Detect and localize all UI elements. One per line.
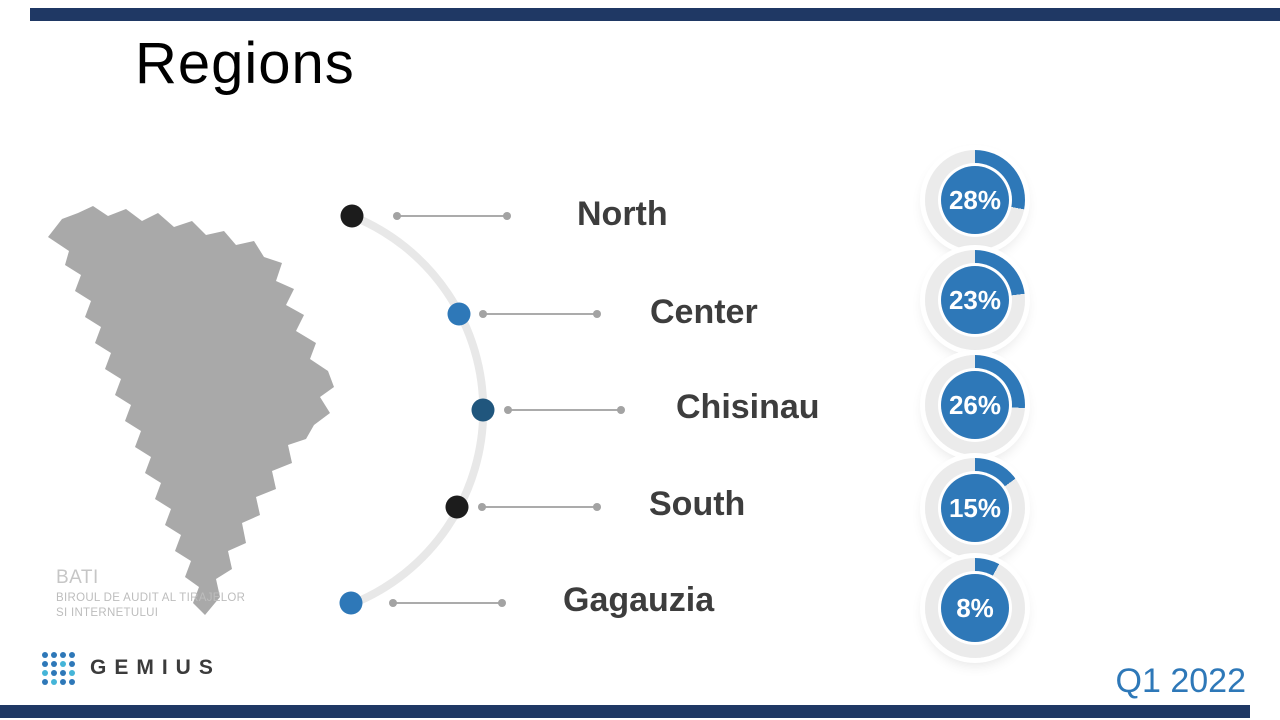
- region-label-south: South: [649, 484, 746, 523]
- connector-end-dot: [393, 212, 401, 220]
- region-label-chisinau: Chisinau: [676, 387, 820, 426]
- connector-end-dot: [389, 599, 397, 607]
- gauge-north: 28%: [925, 150, 1025, 250]
- connector-end-dot: [478, 503, 486, 511]
- period-label: Q1 2022: [1115, 662, 1246, 700]
- gauge-value-south: 15%: [941, 474, 1009, 542]
- gauge-value-gagauzia: 8%: [941, 574, 1009, 642]
- connector-end-dot: [479, 310, 487, 318]
- connector-end-dot: [617, 406, 625, 414]
- region-label-center: Center: [650, 292, 758, 331]
- moldova-map-shape: [48, 206, 334, 615]
- bottom-accent-bar: [0, 705, 1250, 718]
- bati-subtitle-line1: BIROUL DE AUDIT AL TIRAJELOR: [56, 591, 246, 604]
- gauge-value-chisinau: 26%: [941, 371, 1009, 439]
- region-dot-center: [447, 302, 471, 326]
- region-arc: [348, 212, 488, 608]
- gemius-logo-text: GEMIUS: [90, 656, 221, 679]
- connector-end-dot: [593, 310, 601, 318]
- bati-title: BATI: [56, 567, 99, 588]
- connector-end-dot: [503, 212, 511, 220]
- gauge-chisinau: 26%: [925, 355, 1025, 455]
- region-dot-gagauzia: [339, 591, 363, 615]
- region-label-north: North: [577, 194, 668, 233]
- gemius-dots-icon: [42, 652, 75, 685]
- connector-end-dot: [504, 406, 512, 414]
- gemius-logo: GEMIUS: [40, 650, 221, 686]
- top-accent-bar: [30, 8, 1280, 21]
- gauge-value-center: 23%: [941, 266, 1009, 334]
- bati-attribution: BATI BIROUL DE AUDIT AL TIRAJELOR SI INT…: [56, 566, 245, 621]
- gauge-gagauzia: 8%: [925, 558, 1025, 658]
- slide-title: Regions: [135, 31, 355, 96]
- bati-subtitle-line2: SI INTERNETULUI: [56, 606, 159, 619]
- gauge-south: 15%: [925, 458, 1025, 558]
- moldova-map: [48, 206, 334, 615]
- connector-end-dot: [498, 599, 506, 607]
- gauge-value-north: 28%: [941, 166, 1009, 234]
- region-dot-chisinau: [471, 398, 495, 422]
- region-dot-north: [340, 204, 364, 228]
- connector-end-dot: [593, 503, 601, 511]
- gauge-center: 23%: [925, 250, 1025, 350]
- region-label-gagauzia: Gagauzia: [563, 580, 715, 619]
- region-dot-south: [445, 495, 469, 519]
